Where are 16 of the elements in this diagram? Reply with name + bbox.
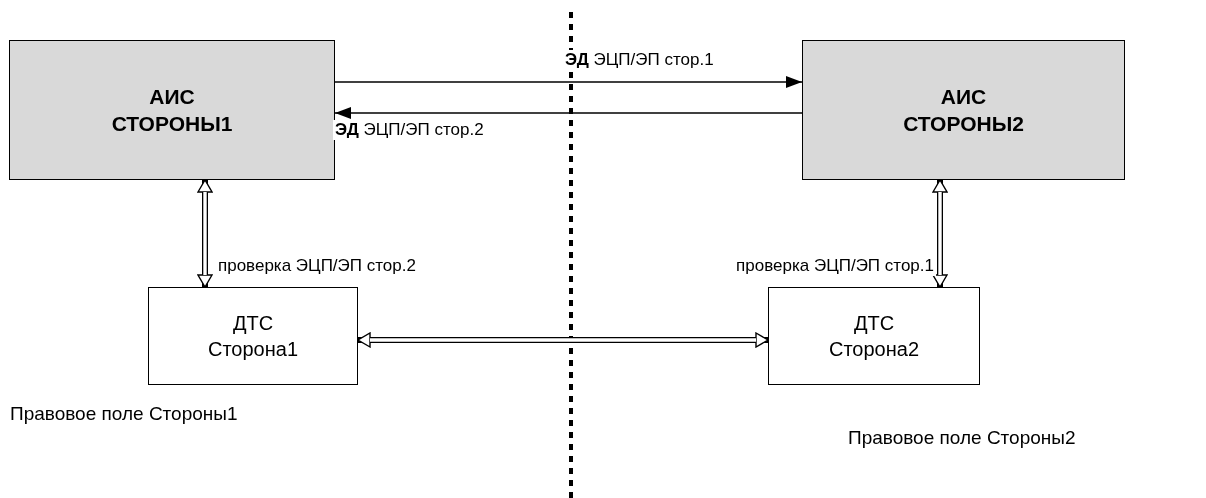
system-box bbox=[802, 40, 1125, 180]
box-label: АИС СТОРОНЫ1 bbox=[110, 83, 234, 137]
area-label: Правовое поле Стороны2 bbox=[848, 427, 1076, 449]
edge-label: ЭД ЭЦП/ЭП стор.2 bbox=[333, 120, 486, 140]
box-label: АИС СТОРОНЫ2 bbox=[902, 83, 1025, 137]
system-box bbox=[148, 287, 358, 385]
edge-label: проверка ЭЦП/ЭП стор.2 bbox=[216, 256, 418, 276]
box-label: ДТС Сторона1 bbox=[206, 311, 299, 362]
edge-label: ЭД ЭЦП/ЭП стор.1 bbox=[563, 50, 716, 70]
edge-label: проверка ЭЦП/ЭП стор.1 bbox=[734, 256, 936, 276]
system-box bbox=[768, 287, 980, 385]
system-box bbox=[9, 40, 335, 180]
area-label: Правовое поле Стороны1 bbox=[10, 403, 238, 425]
box-label: ДТС Сторона2 bbox=[827, 311, 920, 362]
arrow bbox=[334, 76, 803, 88]
arrow bbox=[334, 107, 803, 119]
